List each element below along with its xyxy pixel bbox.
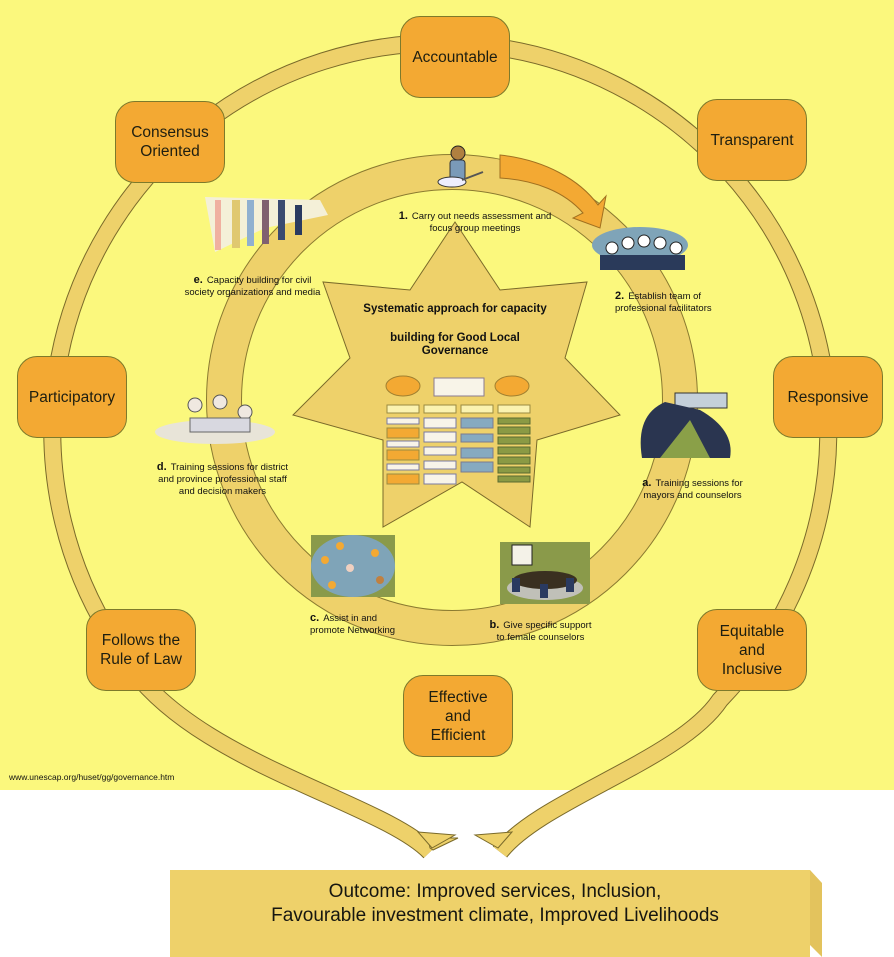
step-e: e.Capacity building for civil society or…	[170, 262, 335, 299]
source-url: www.unescap.org/huset/gg/governance.htm	[9, 772, 175, 782]
principle-effective: Effective and Efficient	[403, 675, 513, 757]
step-number: d.	[156, 461, 167, 473]
principle-rule-of-law: Follows the Rule of Law	[86, 609, 196, 691]
presentation-meeting-icon	[640, 392, 731, 458]
principle-participatory: Participatory	[17, 356, 127, 438]
step-d: d.Training sessions for district and pro…	[140, 449, 305, 498]
team-meeting-icon	[592, 227, 688, 270]
laptop-group-icon	[155, 394, 275, 444]
round-table-meeting-icon	[500, 542, 590, 604]
principle-accountable: Accountable	[400, 16, 510, 98]
step-b: b.Give specific support to female counse…	[478, 607, 603, 644]
central-star	[292, 221, 621, 528]
networking-people-icon	[311, 535, 395, 597]
step-text: Training sessions for mayors and counsel…	[643, 478, 743, 501]
step-1: 1.Carry out needs assessment and focus g…	[380, 198, 570, 235]
magnifier-person-icon	[437, 145, 484, 188]
crowd-people-icon	[205, 197, 328, 252]
step-text: Give specific support to female counselo…	[496, 620, 592, 643]
step-text: Establish team of professional facilitat…	[615, 291, 712, 314]
principle-consensus: Consensus Oriented	[115, 101, 225, 183]
step-number: 2.	[615, 290, 625, 302]
step-number: a.	[642, 477, 652, 489]
star-title-line1: Systematic approach for capacity	[363, 303, 547, 315]
step-text: Carry out needs assessment and focus gro…	[411, 211, 552, 234]
arrow-head-left-tip	[416, 831, 457, 849]
principle-equitable: Equitable and Inclusive	[697, 609, 807, 691]
step-text: Training sessions for district and provi…	[158, 462, 289, 497]
flowchart-thumbnail	[385, 375, 531, 485]
principle-transparent: Transparent	[697, 99, 807, 181]
step-number: 1.	[398, 210, 408, 222]
step-number: e.	[193, 274, 203, 286]
step-number: b.	[489, 619, 500, 631]
step-number: c.	[310, 612, 320, 624]
star-title-line2: building for Good Local Governance	[390, 332, 520, 357]
step-a: a.Training sessions for mayors and couns…	[630, 465, 755, 502]
step-text: Capacity building for civil society orga…	[184, 275, 321, 298]
principle-responsive: Responsive	[773, 356, 883, 438]
step-c: c.Assist in and promote Networking	[310, 600, 410, 637]
outcome-text: Outcome: Improved services, Inclusion, F…	[271, 881, 719, 926]
step-2: 2.Establish team of professional facilit…	[615, 278, 745, 315]
step-text: Assist in and promote Networking	[310, 613, 396, 636]
arrow-head-right-tip	[473, 831, 514, 849]
step-arrow	[499, 154, 607, 229]
outcome-box	[170, 870, 810, 957]
outcome-box-side	[810, 870, 822, 957]
